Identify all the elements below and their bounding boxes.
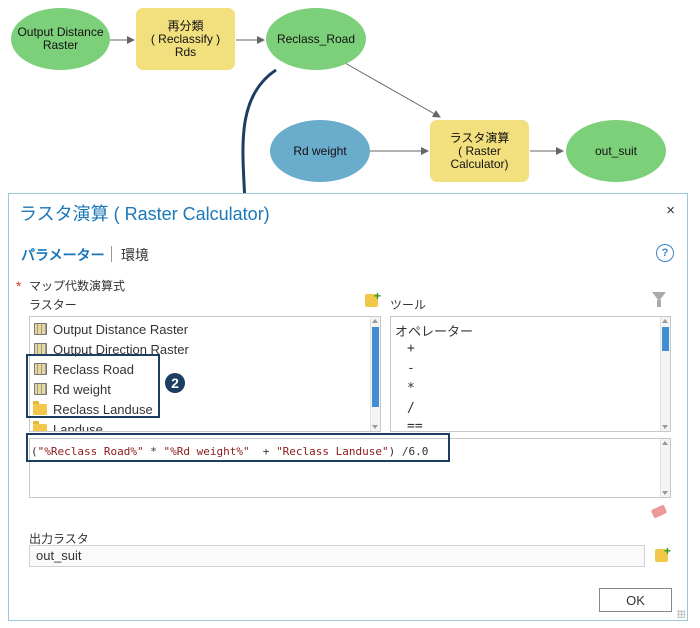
node-output-distance-raster[interactable]: Output Distance Raster <box>11 8 110 70</box>
expr-string: "%Rd weight%" <box>163 445 250 458</box>
callout-badge: 2 <box>165 373 185 393</box>
expression-text: ("%Reclass Road%" * "%Rd weight%" + "Rec… <box>31 445 428 458</box>
operator-minus[interactable]: - <box>407 361 415 376</box>
close-icon[interactable]: × <box>666 202 675 219</box>
list-item-label: Reclass Landuse <box>53 401 153 417</box>
list-item[interactable]: Landuse <box>30 419 103 432</box>
raster-calculator-dialog: ラスタ演算 ( Raster Calculator) × パラメーター 環境 ?… <box>8 193 688 621</box>
scroll-thumb[interactable] <box>372 327 379 407</box>
operator-divide[interactable]: / <box>407 401 415 416</box>
operators-header[interactable]: オペレーター <box>395 324 474 339</box>
expr-part: ( <box>31 445 38 458</box>
expr-string: "Reclass Landuse" <box>276 445 389 458</box>
rasters-scrollbar[interactable] <box>370 317 380 431</box>
node-raster-calculator[interactable]: ラスタ演算 ( Raster Calculator) <box>430 120 529 182</box>
resize-grip-icon[interactable] <box>677 610 685 618</box>
connector-reclass-road-to-calc <box>344 62 441 118</box>
expr-part: ) /6.0 <box>388 445 429 458</box>
map-algebra-label: マップ代数演算式 <box>29 279 126 293</box>
list-item-label: Output Distance Raster <box>53 321 189 337</box>
ok-button[interactable]: OK <box>599 588 672 612</box>
required-marker: * <box>16 278 22 294</box>
operator-equals[interactable]: == <box>407 419 423 432</box>
list-item[interactable]: Output Distance Raster <box>30 319 188 339</box>
tab-environment[interactable]: 環境 <box>121 247 149 263</box>
tools-label: ツール <box>390 298 427 312</box>
highlight-raster-selection <box>26 354 160 418</box>
folder-icon <box>33 400 47 415</box>
raster-icon <box>34 363 47 375</box>
node-reclass-road[interactable]: Reclass_Road <box>266 8 366 70</box>
node-out-suit[interactable]: out_suit <box>566 120 666 182</box>
list-item[interactable]: Reclass Road <box>30 359 134 379</box>
scroll-down-icon[interactable] <box>372 425 378 429</box>
output-raster-input[interactable]: out_suit <box>29 545 645 567</box>
scroll-down-icon[interactable] <box>662 425 668 429</box>
node-reclassify-rds[interactable]: 再分類 ( Reclassify ) Rds <box>136 8 235 70</box>
help-icon[interactable]: ? <box>656 244 674 262</box>
filter-icon[interactable] <box>652 292 666 301</box>
scroll-up-icon[interactable] <box>662 319 668 323</box>
folder-icon <box>33 420 47 431</box>
dialog-title: ラスタ演算 ( Raster Calculator) <box>19 204 270 224</box>
operator-multiply[interactable]: * <box>407 381 415 396</box>
tools-list[interactable]: オペレーター + - * / == <box>390 316 671 432</box>
scroll-up-icon[interactable] <box>372 319 378 323</box>
raster-icon <box>34 323 47 335</box>
browse-output-icon[interactable] <box>655 544 671 562</box>
filter-icon-stem <box>657 300 661 307</box>
expression-textarea[interactable] <box>29 438 671 498</box>
scroll-thumb[interactable] <box>662 327 669 351</box>
tab-parameters[interactable]: パラメーター <box>21 247 105 263</box>
operator-plus[interactable]: + <box>407 341 415 356</box>
expression-scrollbar[interactable] <box>660 439 670 497</box>
tab-divider <box>111 246 112 262</box>
list-item-label: Landuse <box>53 421 103 432</box>
scroll-up-icon[interactable] <box>662 441 668 445</box>
list-item-label: Output Direction Raster <box>53 341 189 357</box>
list-item[interactable]: Rd weight <box>30 379 111 399</box>
raster-icon <box>34 383 47 395</box>
expr-part: + <box>249 445 277 458</box>
add-raster-icon[interactable] <box>365 289 381 307</box>
node-rd-weight[interactable]: Rd weight <box>270 120 370 182</box>
list-item[interactable]: Output Direction Raster <box>30 339 189 359</box>
highlight-expression <box>26 433 450 462</box>
list-item-label: Reclass Road <box>53 361 134 377</box>
output-raster-label: 出力ラスタ <box>29 532 89 546</box>
expr-part: * <box>143 445 164 458</box>
eraser-icon[interactable] <box>650 504 668 519</box>
rasters-label: ラスター <box>29 298 77 312</box>
scroll-down-icon[interactable] <box>662 491 668 495</box>
tools-scrollbar[interactable] <box>660 317 670 431</box>
rasters-list[interactable]: Output Distance Raster Output Direction … <box>29 316 381 432</box>
raster-icon <box>34 343 47 355</box>
expr-string: "%Reclass Road%" <box>37 445 144 458</box>
list-item-label: Rd weight <box>53 381 111 397</box>
list-item[interactable]: Reclass Landuse <box>30 399 153 419</box>
